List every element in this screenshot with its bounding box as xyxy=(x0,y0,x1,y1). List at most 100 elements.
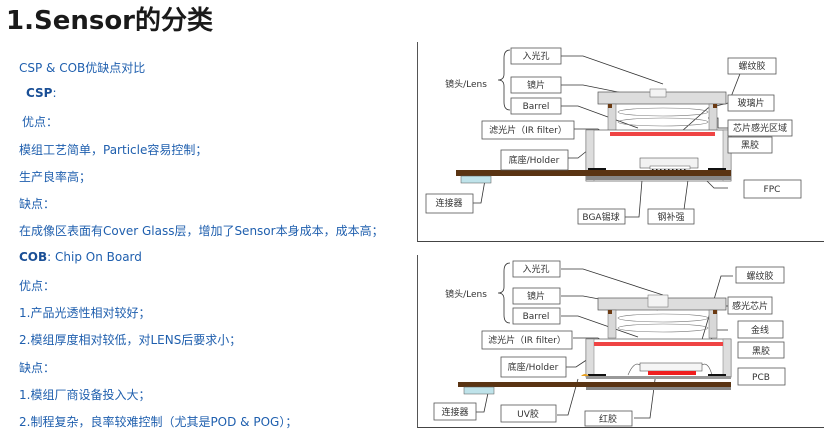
thread-glue-left xyxy=(608,310,612,314)
ir-filter xyxy=(610,132,715,136)
lens-element-1 xyxy=(617,107,709,117)
black-glue-right xyxy=(708,168,726,170)
label-sensor-chip: 感光芯片 xyxy=(732,300,768,312)
csp-con-1: 在成像区表面有Cover Glass层，增加了Sensor本身成本，成本高； xyxy=(19,224,384,238)
label-uv-glue: UV胶 xyxy=(517,408,539,420)
csp-pros-label: 优点： xyxy=(22,115,59,129)
cob-label-suffix: : Chip On Board xyxy=(47,250,142,264)
sensor-chip xyxy=(639,362,703,372)
cover-glass xyxy=(649,165,691,170)
leader-fpc xyxy=(704,178,728,189)
holder-wall-right xyxy=(722,129,732,182)
pcb-board xyxy=(458,382,731,387)
leader-holder xyxy=(566,358,589,368)
pcb-bottom-layer xyxy=(586,387,731,390)
cob-con-2: 2.制程复杂，良率较难控制（尤其是POD & POG）； xyxy=(19,415,298,429)
red-glue xyxy=(648,371,696,375)
compare-title: CSP & COB优缺点对比 xyxy=(19,61,146,75)
label-black-glue: 黑胶 xyxy=(741,139,759,151)
cob-cons-label: 缺点： xyxy=(19,361,56,375)
label-fpc: FPC xyxy=(764,185,781,195)
leader-holder xyxy=(568,149,589,159)
label-thread-glue: 螺纹胶 xyxy=(746,270,773,282)
thread-glue-left xyxy=(608,104,612,108)
lens-element-2 xyxy=(617,323,709,333)
cob-structure-diagram: 镜头/Lens 入光孔 镜片 Barrel 滤光片（IR filter） 底座/… xyxy=(417,255,824,428)
label-ir-filter: 滤光片（IR filter） xyxy=(488,334,566,346)
label-stiffener: 钢补强 xyxy=(657,211,684,223)
lens-element-2 xyxy=(617,117,709,127)
barrel-left xyxy=(607,309,617,339)
csp-pro-1: 模组工艺简单，Particle容易控制； xyxy=(19,143,208,157)
cob-label: COB: Chip On Board xyxy=(19,250,142,264)
label-holder: 底座/Holder xyxy=(508,361,559,373)
aperture-glass xyxy=(647,294,669,308)
pcb-top-layer xyxy=(586,376,731,379)
leader-barrel xyxy=(561,105,639,129)
label-bga: BGA锡球 xyxy=(582,211,619,223)
leader-aperture xyxy=(561,268,664,296)
label-lens-element: 镜片 xyxy=(527,79,545,91)
connector-block xyxy=(463,386,495,395)
leader-barrel xyxy=(561,315,639,338)
lens-brace xyxy=(497,49,511,111)
holder-wall-left xyxy=(585,338,595,378)
csp-structure-diagram: 镜头/Lens 入光孔 镜片 Barrel 滤光片（IR filter） 底座/… xyxy=(417,42,824,242)
holder-wall-right xyxy=(722,338,732,378)
lens-brace xyxy=(497,262,511,324)
label-red-glue: 红胶 xyxy=(599,413,617,425)
barrel-right xyxy=(708,103,718,133)
label-aperture: 入光孔 xyxy=(522,50,549,62)
leader-bga xyxy=(625,167,644,218)
cob-pro-2: 2.模组厚度相对较低，对LENS后要求小； xyxy=(19,333,242,347)
label-barrel: Barrel xyxy=(523,312,550,322)
label-glass: 玻璃片 xyxy=(737,97,764,109)
leader-uv-glue xyxy=(557,378,579,416)
label-thread-glue: 螺纹胶 xyxy=(738,60,765,72)
csp-label: CSP: xyxy=(26,86,57,100)
leader-aperture xyxy=(561,55,664,85)
ir-filter xyxy=(594,342,723,346)
label-barrel: Barrel xyxy=(523,102,550,112)
cob-pro-1: 1.产品光透性相对较好； xyxy=(19,306,151,320)
black-glue-left xyxy=(588,374,606,376)
barrel-right xyxy=(708,309,718,339)
lens-element-1 xyxy=(617,313,709,323)
csp-label-suffix: : xyxy=(52,86,57,100)
label-connector: 连接器 xyxy=(441,406,468,418)
label-gold-wire: 金线 xyxy=(751,324,769,336)
label-black-glue: 黑胶 xyxy=(752,345,770,357)
cob-con-1: 1.模组厂商设备投入大； xyxy=(19,388,151,402)
page-title: 1.Sensor的分类 xyxy=(6,6,213,36)
aperture-glass xyxy=(649,88,667,98)
label-connector: 连接器 xyxy=(435,197,462,209)
black-glue-right xyxy=(708,374,726,376)
cob-pros-label: 优点： xyxy=(19,279,56,293)
csp-cons-label: 缺点： xyxy=(19,197,56,211)
label-pcb: PCB xyxy=(752,373,770,383)
steel-stiffener xyxy=(586,176,731,180)
label-lens-element: 镜片 xyxy=(527,290,545,302)
connector-block xyxy=(460,175,492,184)
cob-diagram-svg: 镜头/Lens 入光孔 镜片 Barrel 滤光片（IR filter） 底座/… xyxy=(433,260,786,427)
label-holder: 底座/Holder xyxy=(509,154,560,166)
thread-glue-right xyxy=(713,104,717,108)
holder-wall-left xyxy=(585,129,595,182)
thread-glue-right xyxy=(713,310,717,314)
leader-connector xyxy=(473,179,486,204)
label-lens-group: 镜头/Lens xyxy=(445,288,487,300)
black-glue-left xyxy=(588,168,606,170)
label-aperture: 入光孔 xyxy=(522,263,549,275)
uv-glue-blob xyxy=(581,374,589,376)
cob-label-bold: COB xyxy=(19,250,48,264)
barrel-left xyxy=(607,103,617,133)
label-sensor-area: 芯片感光区域 xyxy=(733,122,787,134)
leader-thread xyxy=(694,275,733,364)
fpc-board xyxy=(456,170,731,176)
csp-diagram-svg: 镜头/Lens 入光孔 镜片 Barrel 滤光片（IR filter） 底座/… xyxy=(425,47,802,225)
leader-connector xyxy=(476,392,489,413)
label-ir-filter: 滤光片（IR filter） xyxy=(489,124,567,136)
label-lens-group: 镜头/Lens xyxy=(445,78,487,90)
csp-pro-2: 生产良率高； xyxy=(19,170,92,184)
csp-label-bold: CSP xyxy=(26,86,53,100)
